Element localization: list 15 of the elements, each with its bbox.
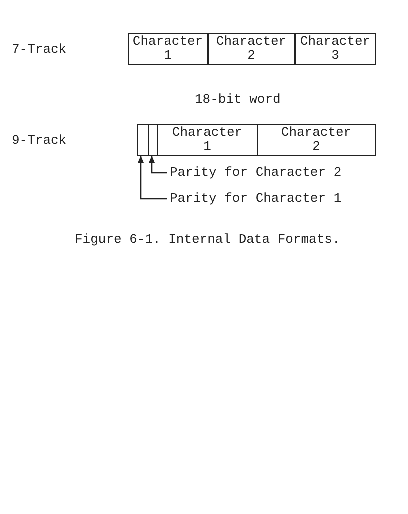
parity-bit-cell (137, 124, 149, 156)
parity-bit-cell (148, 124, 158, 156)
leader-text: Parity for Character 1 (170, 191, 342, 206)
field-cell: Character 3 (295, 33, 376, 65)
row-label: 7-Track (12, 42, 67, 57)
figure-caption: Figure 6-1. Internal Data Formats. (75, 232, 340, 247)
word-size-label: 18-bit word (195, 92, 281, 107)
field-cell: Character 2 (257, 124, 376, 156)
row-label: 9-Track (12, 133, 67, 148)
leader-line (138, 156, 167, 200)
field-cell: Character 1 (128, 33, 208, 65)
field-cell: Character 2 (208, 33, 295, 65)
leader-text: Parity for Character 2 (170, 165, 342, 180)
field-cell: Character 1 (157, 124, 258, 156)
leader-line (149, 156, 167, 174)
